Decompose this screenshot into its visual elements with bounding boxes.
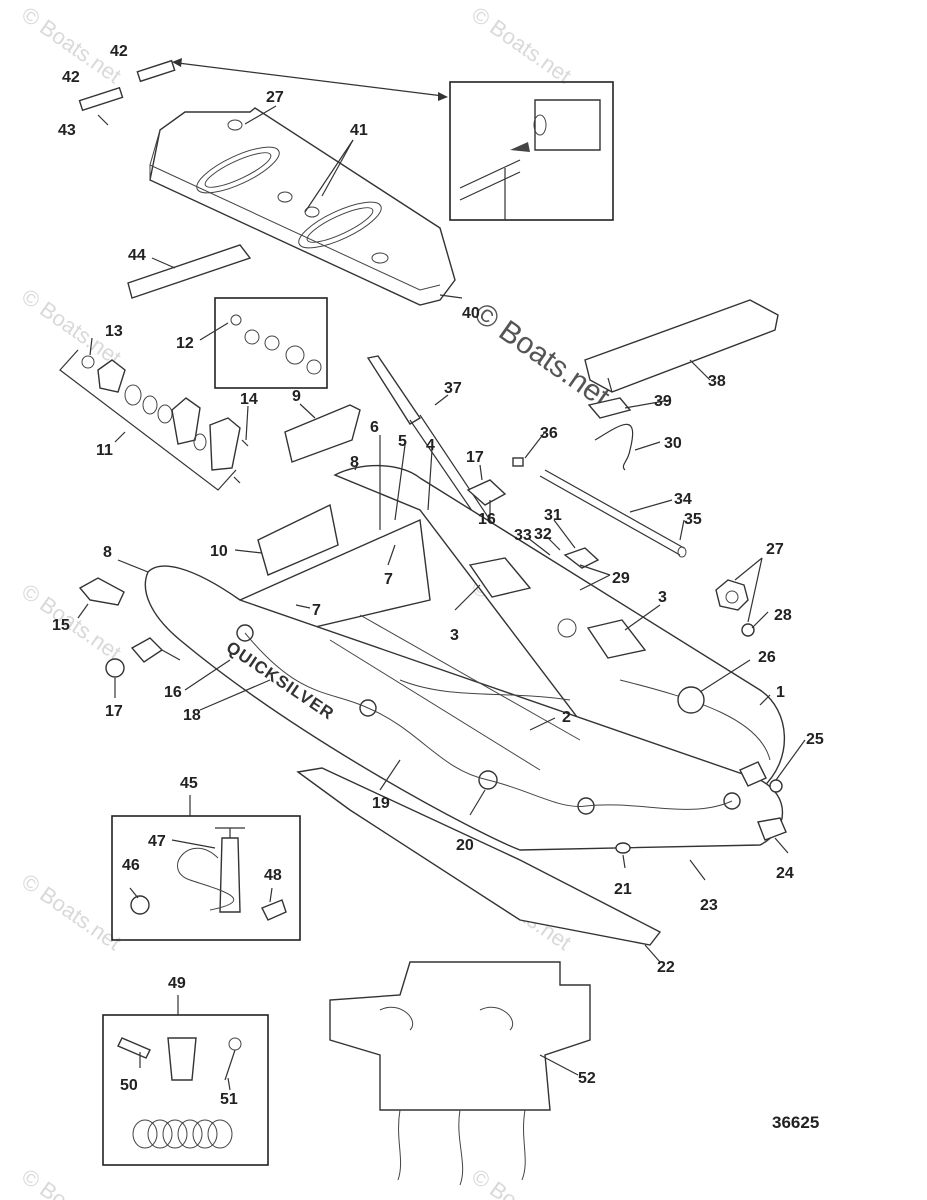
watermark-text: © Boats.net [467, 1164, 576, 1200]
callout-1: 1 [776, 684, 785, 701]
valve-group-11 [59, 349, 249, 491]
callout-44: 44 [128, 247, 146, 264]
callout-13: 13 [105, 323, 123, 340]
part-31 [563, 547, 600, 569]
callout-22: 22 [657, 959, 675, 976]
callout-50: 50 [120, 1077, 138, 1094]
callout-3: 3 [658, 589, 667, 606]
callout-42: 42 [62, 69, 80, 86]
floorboard [149, 107, 456, 306]
callout-41: 41 [350, 122, 368, 139]
callout-35: 35 [684, 511, 702, 528]
callout-26: 26 [758, 649, 776, 666]
callout-19: 19 [372, 795, 390, 812]
callout-2: 2 [562, 709, 571, 726]
callout-28: 28 [774, 607, 792, 624]
callout-48: 48 [264, 867, 282, 884]
valve-27 [715, 579, 755, 637]
cable-30 [594, 423, 634, 471]
callout-20: 20 [456, 837, 474, 854]
callout-8: 8 [103, 544, 112, 561]
callout-3: 3 [450, 627, 459, 644]
callout-17: 17 [466, 449, 484, 466]
callout-39: 39 [654, 393, 672, 410]
callout-47: 47 [148, 833, 166, 850]
seat-pad-39 [587, 397, 632, 419]
callout-38: 38 [708, 373, 726, 390]
callout-10: 10 [210, 543, 228, 560]
floor-rods [78, 59, 176, 126]
callout-27: 27 [266, 89, 284, 106]
callout-42: 42 [110, 43, 128, 60]
callout-24: 24 [776, 865, 794, 882]
callout-7: 7 [384, 571, 393, 588]
callout-8: 8 [350, 454, 359, 471]
callout-34: 34 [674, 491, 692, 508]
strip-44 [127, 244, 252, 299]
callout-17: 17 [105, 703, 123, 720]
callout-33: 33 [514, 527, 532, 544]
callout-16: 16 [478, 511, 496, 528]
seat [584, 299, 779, 393]
callout-11: 11 [96, 442, 113, 459]
callout-52: 52 [578, 1070, 596, 1087]
callout-45: 45 [180, 775, 198, 792]
part-17 [466, 479, 507, 506]
valve-kit-box [214, 297, 328, 389]
arrow-head [172, 58, 182, 67]
callout-12: 12 [176, 335, 194, 352]
callout-32: 32 [534, 526, 552, 543]
inset-detail [449, 81, 614, 221]
part-36 [512, 457, 524, 467]
watermark-center: © Boats.net [468, 297, 616, 415]
inflatable-boat: QUICKSILVER [78, 464, 787, 854]
callout-37: 37 [444, 380, 462, 397]
callout-46: 46 [122, 857, 140, 874]
watermark-text: © Boats.net [17, 1164, 126, 1200]
callout-9: 9 [292, 388, 301, 405]
repair-kit-box [102, 1014, 269, 1166]
callout-15: 15 [52, 617, 70, 634]
callout-14: 14 [240, 391, 258, 408]
keel-strip [296, 767, 662, 946]
callout-5: 5 [398, 433, 407, 450]
callout-51: 51 [220, 1091, 238, 1108]
callout-27: 27 [766, 541, 784, 558]
callout-16: 16 [164, 684, 182, 701]
callout-21: 21 [614, 881, 632, 898]
callout-43: 43 [58, 122, 76, 139]
drawing-number: 36625 [772, 1113, 819, 1132]
callout-36: 36 [540, 425, 558, 442]
callout-18: 18 [183, 707, 201, 724]
callout-29: 29 [612, 570, 630, 587]
cover [329, 961, 591, 1186]
callout-40: 40 [462, 305, 480, 322]
pump-kit-box [111, 815, 301, 941]
watermark-text: © Boats.net [467, 2, 576, 89]
callouts: 42 42 43 27 41 44 40 12 13 11 14 9 37 38… [52, 43, 824, 1108]
callout-7: 7 [312, 602, 321, 619]
leader-lines [77, 105, 806, 1091]
callout-30: 30 [664, 435, 682, 452]
callout-4: 4 [426, 437, 435, 454]
callout-25: 25 [806, 731, 824, 748]
callout-49: 49 [168, 975, 186, 992]
callout-23: 23 [700, 897, 718, 914]
arrow-head [438, 92, 448, 101]
handle-9 [284, 404, 361, 463]
arrow-line [177, 62, 444, 97]
callout-31: 31 [544, 507, 562, 524]
watermark-text: © Boats.net [17, 869, 126, 956]
oar-shaft [539, 469, 687, 558]
callout-6: 6 [370, 419, 379, 436]
